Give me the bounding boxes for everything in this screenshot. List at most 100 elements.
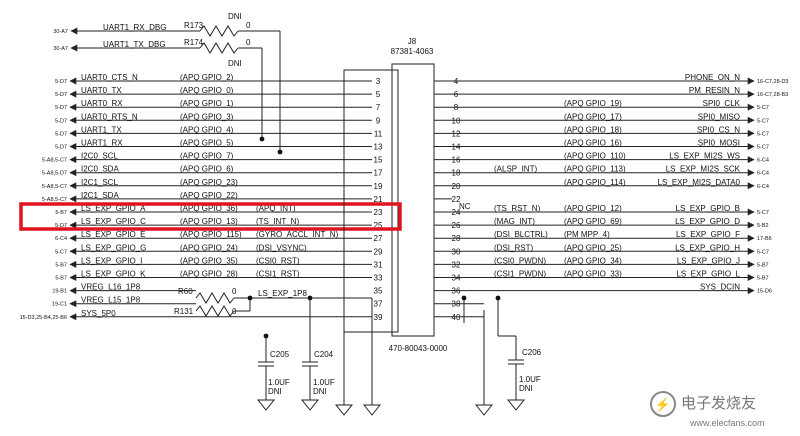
offpage-port: [69, 129, 77, 137]
ground-symbol: [506, 399, 526, 411]
offpage-ref: 6-C4: [757, 158, 769, 164]
right-net-label: LS_EXP_GPIO_F: [676, 230, 740, 239]
cap-value: 1.0UF: [519, 375, 541, 384]
offpage-ref: 5-C7: [757, 210, 769, 216]
offpage-ref: 5-D7: [55, 118, 67, 124]
left-net-label: UART0_RX: [81, 99, 123, 108]
cap-note: DNI: [268, 387, 282, 396]
left-gpio-label: (APQ GPIO_13): [180, 217, 238, 226]
right-gpio-label: (APQ GPIO_113): [564, 165, 626, 174]
cap-note: DNI: [313, 387, 327, 396]
offpage-ref: 15-D3,25-B4,25-B6: [20, 315, 67, 321]
resistor-ref: R174: [184, 38, 204, 47]
top-net-label: UART1_RX_DBG: [103, 23, 166, 32]
resistor-note: DNI: [228, 59, 242, 68]
left-gpio-label: (APQ GPIO_23): [180, 178, 238, 187]
offpage-port: [69, 103, 77, 111]
offpage-port: [69, 156, 77, 164]
left-gpio-label: (APQ GPIO_5): [180, 139, 234, 148]
offpage-port: [69, 116, 77, 124]
right-gpio-label: (APQ GPIO_69): [564, 217, 622, 226]
offpage-ref: 6-C4: [757, 171, 769, 177]
offpage-ref: 19-C1: [52, 302, 67, 308]
watermark-logo: [650, 391, 676, 417]
right-func-label: (CSI1_PWDN): [494, 270, 546, 279]
junction-dot: [495, 295, 501, 301]
right-gpio-label: (APQ GPIO_110): [564, 152, 626, 161]
offpage-port: [747, 182, 755, 190]
cap-ref: C204: [314, 350, 334, 359]
left-pin-number: 27: [374, 234, 383, 243]
power-net-label: LS_EXP_1P8: [258, 289, 307, 298]
junction-dot: [259, 136, 265, 142]
left-net-label: LS_EXP_GPIO_I: [81, 256, 142, 265]
left-net-label: VREG_L16_1P8: [81, 283, 141, 292]
left-net-label: LS_EXP_GPIO_C: [81, 217, 146, 226]
cap-ref: C206: [522, 348, 542, 357]
right-gpio-label: (APQ GPIO_25): [564, 243, 622, 252]
left-net-label: VREG_L15_1P8: [81, 296, 141, 305]
watermark-url: www.elecfans.com: [689, 418, 765, 428]
right-net-label: PM_RESIN_N: [689, 86, 740, 95]
offpage-port: [747, 221, 755, 229]
offpage-ref: 5-A8,5-C7: [42, 184, 67, 190]
left-func-label: (TS_INT_N): [256, 217, 299, 226]
junction-dot: [247, 295, 253, 301]
offpage-ref: 5-D7: [55, 223, 67, 229]
right-gpio-label: (APQ GPIO_17): [564, 112, 622, 121]
offpage-port: [69, 221, 77, 229]
left-pin-number: 29: [374, 247, 383, 256]
ground-symbol: [474, 404, 494, 416]
right-net-label: LS_EXP_GPIO_D: [675, 217, 740, 226]
left-pin-number: 19: [374, 182, 383, 191]
right-net-label: LS_EXP_MI2S_SCK: [666, 165, 741, 174]
offpage-ref: 5-C7: [757, 105, 769, 111]
right-net-label: SPI0_MISO: [698, 112, 740, 121]
offpage-ref: 5-D7: [55, 131, 67, 137]
right-gpio-label: (PM MPP_4): [564, 230, 610, 239]
left-gpio-label: (APQ GPIO_4): [180, 125, 234, 134]
right-net-label: LS_EXP_GPIO_J: [677, 256, 740, 265]
offpage-ref: 5-A8,5-D7: [42, 171, 67, 177]
left-gpio-label: (APQ GPIO_22): [180, 191, 238, 200]
right-func-label: (DSI_RST): [494, 243, 533, 252]
left-net-label: UART0_CTS_N: [81, 73, 138, 82]
right-net-label: SPI0_MOSI: [698, 139, 740, 148]
left-gpio-label: (APQ GPIO_3): [180, 112, 234, 121]
left-gpio-label: (APQ GPIO_24): [180, 243, 238, 252]
offpage-port: [69, 195, 77, 203]
offpage-ref: 5-B7: [757, 262, 769, 268]
offpage-port: [69, 274, 77, 281]
left-pin-number: 33: [374, 274, 383, 283]
resistor-value: 0: [246, 21, 251, 30]
offpage-port: [747, 156, 755, 164]
left-func-label: (CSI1_RST): [256, 270, 300, 279]
offpage-ref: 17-B6: [757, 236, 772, 242]
ground-symbol: [300, 399, 320, 411]
left-gpio-label: (APQ GPIO_2): [180, 73, 234, 82]
left-pin-number: 39: [374, 313, 383, 322]
right-net-label: LS_EXP_MI2S_WS: [669, 152, 740, 161]
cap-value: 1.0UF: [313, 378, 335, 387]
offpage-ref: 30-A7: [53, 46, 68, 52]
left-pin-number: 3: [376, 77, 381, 86]
offpage-ref: 5-B7: [55, 276, 67, 282]
offpage-port: [747, 90, 755, 98]
offpage-port: [69, 313, 77, 321]
power-section: LS_EXP_1P8 R60 0 R131 0 C205 1.0UF DNI C…: [174, 70, 542, 416]
offpage-ref: 5-A8,5-C7: [42, 197, 67, 203]
offpage-ref: 19-B1: [52, 289, 67, 295]
left-gpio-label: (APQ GPIO_0): [180, 86, 234, 95]
left-pin-number: 5: [376, 90, 381, 99]
left-gpio-label: (APQ GPIO_115): [180, 230, 242, 239]
offpage-ref: 16-C7,28-D3: [757, 79, 789, 85]
right-net-label: SYS_DCIN: [700, 283, 740, 292]
offpage-ref: 30-A7: [53, 29, 68, 35]
left-pin-number: 11: [374, 129, 383, 138]
resistor-value: 0: [232, 287, 237, 296]
left-func-label: (DSI_VSYNC): [256, 243, 307, 252]
offpage-port: [69, 208, 77, 216]
connector-footprint: 470-80043-0000: [389, 344, 448, 353]
connector-inner: [391, 63, 435, 337]
